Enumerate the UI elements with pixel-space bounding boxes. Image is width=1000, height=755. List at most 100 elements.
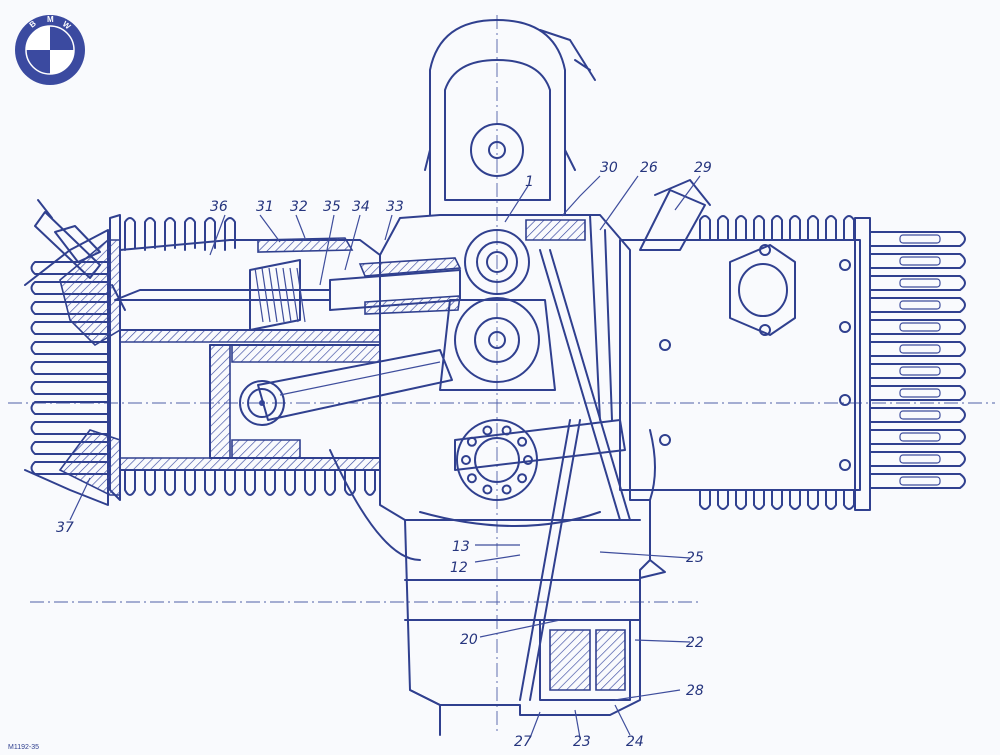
- cooling-fin: [735, 489, 747, 510]
- spring-coil: [254, 267, 264, 323]
- cooling-fin: [364, 469, 376, 496]
- callout-24: 24: [626, 734, 644, 750]
- cooling-fin: [869, 363, 966, 379]
- fin-slot: [899, 410, 941, 420]
- cooling-fin: [184, 469, 196, 496]
- cooling-fin: [753, 215, 765, 241]
- cooling-fin: [164, 469, 176, 496]
- spark-plug: [34, 199, 101, 279]
- callout-36: 36: [210, 199, 228, 215]
- cooling-fin: [869, 275, 966, 291]
- cooling-fin: [789, 489, 801, 510]
- crank-bolt: [501, 484, 512, 495]
- spring-coil: [282, 267, 292, 323]
- cooling-fin: [30, 361, 109, 375]
- cooling-fin: [807, 489, 819, 510]
- cooling-fin: [869, 253, 966, 269]
- right-cylinder: [619, 179, 966, 511]
- center-lines: [8, 15, 995, 735]
- crank-bolt: [482, 484, 493, 495]
- cooling-fin: [869, 429, 966, 445]
- cooling-fin: [699, 215, 711, 241]
- crank-bolt: [523, 455, 533, 465]
- cooling-fin: [344, 469, 356, 496]
- callout-1: 1: [525, 174, 534, 190]
- callout-20: 20: [460, 632, 478, 648]
- cooling-fin: [717, 489, 729, 510]
- cooling-fin: [807, 215, 819, 241]
- cooling-fin: [869, 407, 966, 423]
- cooling-fin: [144, 469, 156, 496]
- callout-27: 27: [514, 734, 532, 750]
- cooling-fin: [869, 231, 966, 247]
- callout-25: 25: [686, 550, 704, 566]
- spring-coil: [296, 267, 306, 323]
- bmw-logo: B M W: [15, 15, 85, 85]
- fin-slot: [899, 366, 941, 376]
- logo-letter-m: M: [47, 15, 54, 24]
- cooling-fin: [144, 217, 156, 251]
- cooling-fin: [30, 381, 109, 395]
- cooling-fin: [869, 297, 966, 313]
- cooling-fin: [30, 281, 109, 295]
- valve-gear: [111, 257, 462, 331]
- callout-28: 28: [686, 683, 704, 699]
- callout-37: 37: [56, 520, 74, 536]
- callout-32: 32: [290, 199, 308, 215]
- cooling-fin: [771, 215, 783, 241]
- cooling-fin: [30, 301, 109, 315]
- callout-26: 26: [640, 160, 658, 176]
- cooling-fin: [304, 469, 316, 496]
- cooling-fin: [224, 469, 236, 496]
- drawing-code: M1192-35: [8, 744, 39, 751]
- cooling-fin: [869, 385, 966, 401]
- cooling-fin: [869, 451, 966, 467]
- crank-bolt: [482, 425, 493, 436]
- spring-coil: [275, 267, 285, 323]
- cooling-fin: [264, 469, 276, 496]
- callout-34: 34: [352, 199, 370, 215]
- crank-bolt: [461, 455, 471, 465]
- leader-lines: [69, 175, 701, 739]
- cooling-fin: [825, 489, 837, 510]
- piston: [209, 344, 381, 459]
- cooling-fin: [30, 341, 109, 355]
- cooling-fin: [699, 489, 711, 510]
- cooling-fin: [184, 217, 196, 251]
- cooling-fin: [869, 473, 966, 489]
- spring-coil: [268, 267, 278, 323]
- cooling-fin: [224, 217, 236, 251]
- fin-slot: [899, 432, 941, 442]
- cooling-fin: [869, 341, 966, 357]
- spring-coil: [289, 267, 299, 323]
- spring-coil: [261, 267, 271, 323]
- logo-letter-b: B: [28, 19, 38, 30]
- fin-slot: [899, 234, 941, 244]
- cooling-fin: [30, 261, 109, 275]
- callout-33: 33: [386, 199, 404, 215]
- cooling-fin: [30, 401, 109, 415]
- callout-30: 30: [600, 160, 618, 176]
- cooling-fin: [869, 319, 966, 335]
- logo-letter-w: W: [61, 19, 73, 31]
- crankcase: [329, 19, 666, 736]
- cooling-fin: [30, 441, 109, 455]
- callout-35: 35: [323, 199, 341, 215]
- fin-slot: [899, 300, 941, 310]
- cooling-fin: [30, 321, 109, 335]
- fin-slot: [899, 322, 941, 332]
- fin-slot: [899, 476, 941, 486]
- cooling-fin: [735, 215, 747, 241]
- fin-slot: [899, 454, 941, 464]
- cooling-fin: [164, 217, 176, 251]
- cooling-fin: [789, 215, 801, 241]
- callout-31: 31: [256, 199, 274, 215]
- callout-12: 12: [450, 560, 468, 576]
- cooling-fin: [124, 217, 136, 251]
- cooling-fin: [771, 489, 783, 510]
- cooling-fin: [124, 469, 136, 496]
- callout-23: 23: [573, 734, 591, 750]
- fin-slot: [899, 344, 941, 354]
- callout-13: 13: [452, 539, 470, 555]
